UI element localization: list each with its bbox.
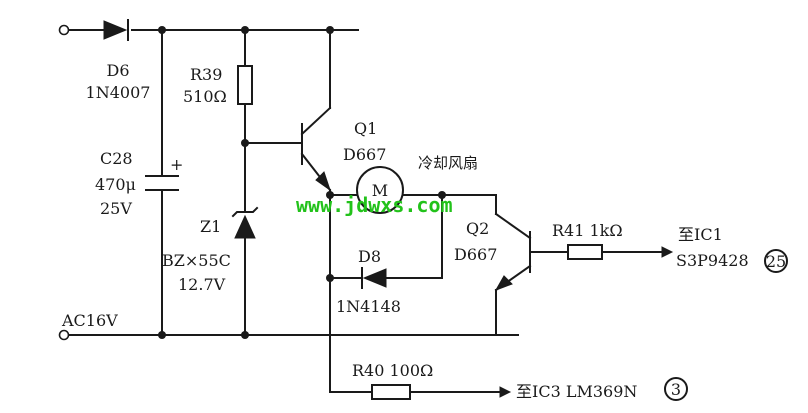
input-terminal-top bbox=[58, 24, 70, 36]
z1-part: BZ×55C bbox=[162, 251, 231, 270]
ic3-pin-circle bbox=[664, 377, 688, 401]
ic1-pin-circle bbox=[764, 249, 788, 273]
q1-part: D667 bbox=[343, 145, 386, 164]
z1-voltage: 12.7V bbox=[178, 275, 226, 294]
zener-z1 bbox=[231, 206, 259, 239]
supply-label: AC16V bbox=[61, 311, 118, 330]
resistor-r39 bbox=[237, 65, 253, 105]
resistor-r40 bbox=[371, 384, 411, 400]
q2-part: D667 bbox=[454, 245, 497, 264]
ic1-pin: 25 bbox=[766, 252, 786, 271]
r41-label: R41 1kΩ bbox=[552, 221, 623, 240]
ic1-part: S3P9428 bbox=[676, 251, 749, 270]
c28-ref: C28 bbox=[100, 149, 133, 168]
ic3-label: 至IC3 LM369N bbox=[516, 382, 637, 401]
arrow-to-ic3 bbox=[499, 386, 512, 398]
ic1-label: 至IC1 bbox=[678, 225, 723, 244]
resistor-r41 bbox=[567, 244, 603, 260]
junction-dots bbox=[158, 26, 446, 339]
r39-ref: R39 bbox=[190, 65, 222, 84]
diode-d8 bbox=[361, 267, 387, 289]
arrow-to-ic1 bbox=[661, 246, 674, 258]
transistor-q1 bbox=[300, 106, 332, 192]
r40-label: R40 100Ω bbox=[352, 361, 433, 380]
fan-motor bbox=[356, 166, 404, 214]
ic3-pin: 3 bbox=[671, 380, 681, 399]
terminals bbox=[58, 24, 70, 341]
d8-part: 1N4148 bbox=[336, 297, 401, 316]
d8-ref: D8 bbox=[358, 247, 381, 266]
watermark: www.jdwxs.com bbox=[296, 193, 453, 217]
diode-d6 bbox=[103, 19, 129, 41]
z1-ref: Z1 bbox=[200, 217, 221, 236]
transistor-q2 bbox=[494, 231, 531, 291]
q2-ref: Q2 bbox=[466, 219, 489, 238]
q1-ref: Q1 bbox=[354, 119, 377, 138]
d6-part: 1N4007 bbox=[86, 83, 151, 102]
motor-label: 冷却风扇 bbox=[418, 154, 478, 172]
r39-value: 510Ω bbox=[183, 87, 227, 106]
c28-value: 470μ bbox=[95, 175, 136, 194]
c28-polarity: + bbox=[170, 155, 183, 174]
wires bbox=[67, 29, 663, 393]
motor-symbol: M bbox=[372, 181, 388, 200]
input-terminal-bottom bbox=[58, 329, 70, 341]
capacitor-c28 bbox=[145, 175, 179, 191]
d6-ref: D6 bbox=[106, 61, 129, 80]
c28-voltage: 25V bbox=[100, 199, 132, 218]
